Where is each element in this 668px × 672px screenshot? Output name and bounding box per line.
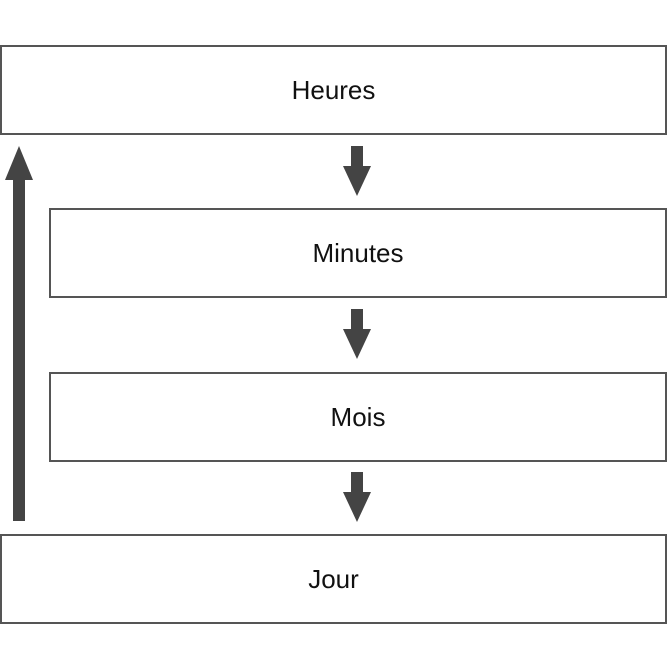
arrow-mois-to-jour [343, 472, 371, 522]
node-heures: Heures [0, 45, 667, 135]
arrow-heures-to-minutes [343, 146, 371, 196]
node-mois: Mois [49, 372, 667, 462]
node-minutes: Minutes [49, 208, 667, 298]
node-jour: Jour [0, 534, 667, 624]
node-label-mois: Mois [330, 401, 386, 432]
node-label-minutes: Minutes [312, 237, 404, 268]
arrow-jour-to-heures [5, 146, 33, 521]
node-label-jour: Jour [308, 563, 359, 594]
arrow-minutes-to-mois [343, 309, 371, 359]
node-label-heures: Heures [291, 74, 376, 105]
